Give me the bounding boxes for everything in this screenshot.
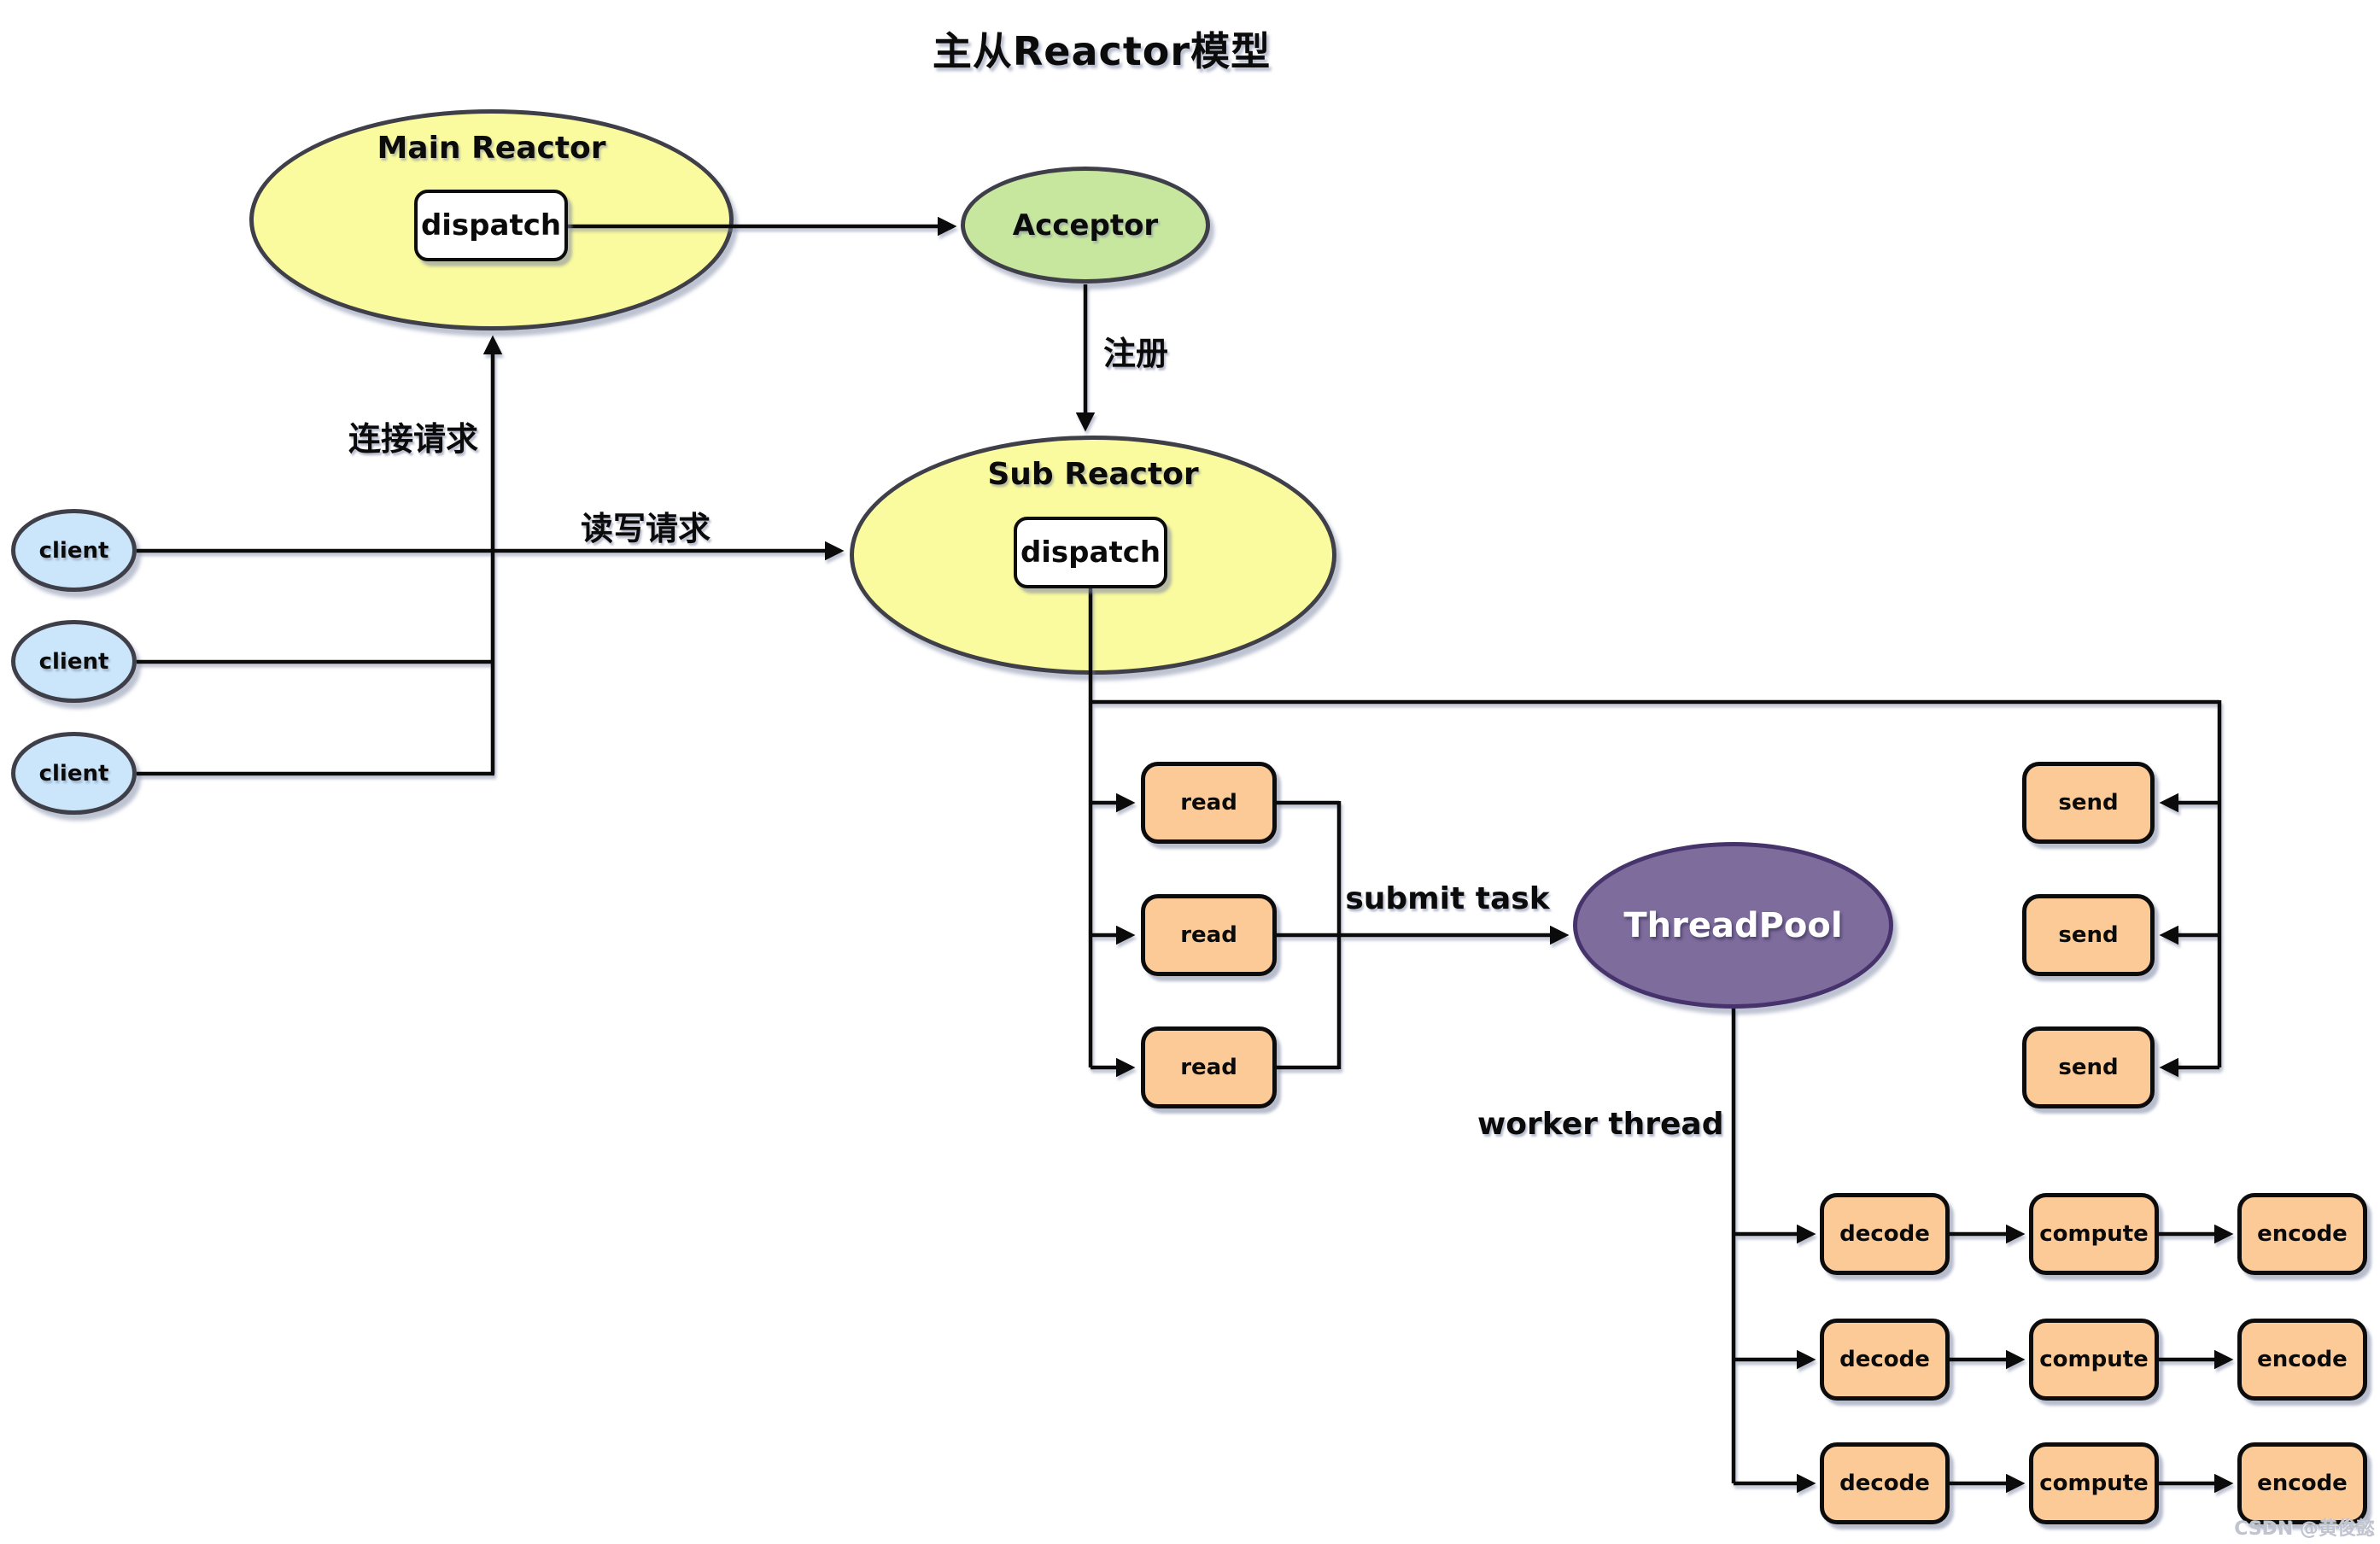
compute-box: compute — [2029, 1442, 2159, 1524]
edge-label-register: 注册 — [1103, 335, 1169, 372]
encode-box: encode — [2237, 1319, 2367, 1401]
encode-box: encode — [2237, 1193, 2367, 1275]
threadpool-node: ThreadPool — [1573, 842, 1893, 1009]
edge-label-connect-request: 连接请求 — [348, 420, 478, 458]
page-title: 主从Reactor模型 — [932, 28, 1272, 74]
client-label: client — [38, 760, 109, 787]
client-label: client — [38, 648, 109, 675]
watermark: CSDN @黄俊懿 — [2234, 1518, 2375, 1540]
threadpool-label: ThreadPool — [1623, 905, 1843, 945]
client-node: client — [11, 732, 137, 815]
client-label: client — [38, 537, 109, 564]
edge-label-worker-thread: worker thread — [1477, 1107, 1724, 1142]
send-box: send — [2022, 1026, 2155, 1108]
sub-dispatch-box: dispatch — [1014, 517, 1167, 588]
read-box: read — [1141, 894, 1277, 976]
sub-reactor-label: Sub Reactor — [987, 457, 1199, 492]
sub-reactor-node: Sub Reactor — [850, 436, 1336, 675]
compute-box: compute — [2029, 1193, 2159, 1275]
acceptor-node: Acceptor — [961, 167, 1210, 284]
edge-label-read-write-request: 读写请求 — [580, 510, 710, 547]
read-box: read — [1141, 1026, 1277, 1108]
client-node: client — [11, 620, 137, 703]
client-node: client — [11, 509, 137, 592]
edge-label-submit-task: submit task — [1345, 881, 1550, 916]
decode-box: decode — [1820, 1442, 1950, 1524]
decode-box: decode — [1820, 1193, 1950, 1275]
encode-box: encode — [2237, 1442, 2367, 1524]
send-box: send — [2022, 762, 2155, 844]
read-box: read — [1141, 762, 1277, 844]
send-box: send — [2022, 894, 2155, 976]
acceptor-label: Acceptor — [1012, 208, 1159, 243]
main-reactor-label: Main Reactor — [377, 131, 606, 166]
main-dispatch-box: dispatch — [414, 190, 568, 261]
compute-box: compute — [2029, 1319, 2159, 1401]
decode-box: decode — [1820, 1319, 1950, 1401]
